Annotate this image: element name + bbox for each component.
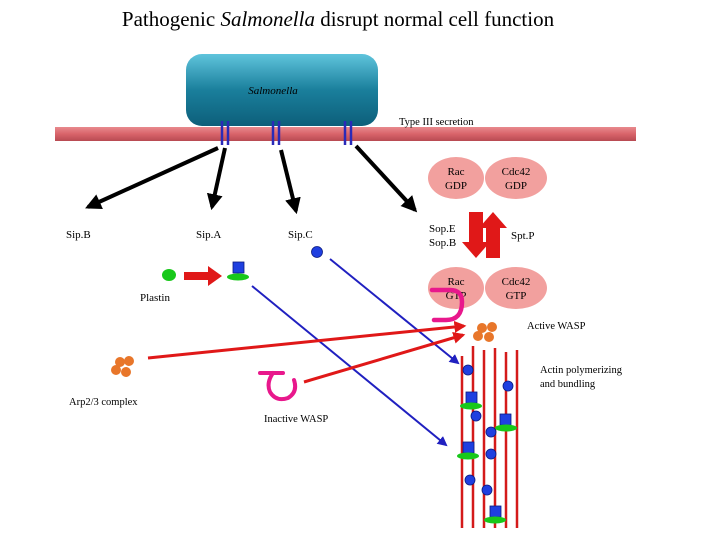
actin-bound-proteins <box>457 364 517 524</box>
cdc42-gdp-label: Cdc42 <box>502 166 531 178</box>
arp23-cluster <box>111 356 134 377</box>
arrow-to-sipa <box>206 147 227 211</box>
arrow-to-sipb <box>85 146 219 209</box>
svg-text:GDP: GDP <box>445 180 467 192</box>
cdc42-gtp-ellipse <box>485 267 547 309</box>
sipb-label: Sip.B <box>66 229 91 241</box>
sope-sopb-label: Sop.E <box>429 223 456 235</box>
inactive-wasp-label: Inactive WASP <box>264 414 328 425</box>
sptp-label: Spt.P <box>511 230 535 242</box>
inactive-wasp-shape <box>258 371 298 402</box>
svg-text:and bundling: and bundling <box>540 379 596 390</box>
arp23-complex-label: Arp2/3 complex <box>69 397 138 408</box>
arrow-to-sipc <box>279 149 301 215</box>
rac-gdp-label: Rac <box>447 166 464 178</box>
inactive-to-active-wasp-arrow <box>303 331 466 384</box>
cdc42-gtp-label: Cdc42 <box>502 276 531 288</box>
sipa-label: Sip.A <box>196 229 221 241</box>
type-iii-secretion-label: Type III secretion <box>399 117 474 128</box>
gtp-gdp-switch-arrows <box>462 212 507 258</box>
svg-text:GDP: GDP <box>505 180 527 192</box>
arp23-to-active-wasp-arrow <box>147 320 467 360</box>
plastin-label: Plastin <box>140 292 170 304</box>
sipc-to-actin-arrow <box>329 258 460 365</box>
active-wasp-shape <box>429 287 465 323</box>
plastin-red-arrow <box>184 266 222 286</box>
svg-text:GTP: GTP <box>506 290 527 302</box>
salmonella-bacterium <box>186 54 378 126</box>
secretion-channels <box>220 121 353 145</box>
salmonella-label: Salmonella <box>248 85 298 97</box>
rac-gtp-label: Rac <box>447 276 464 288</box>
actin-label: Actin polymerizing <box>540 365 623 376</box>
rac-gdp-ellipse <box>428 157 484 199</box>
arrow-to-sope <box>354 144 418 213</box>
sipa-blue-square <box>232 261 245 274</box>
diagram-title: Pathogenic Salmonella disrupt normal cel… <box>122 7 555 31</box>
active-wasp-label: Active WASP <box>527 321 586 332</box>
sipa-green-bar <box>227 273 249 281</box>
sipa-to-actin-arrow <box>251 285 448 447</box>
cdc42-gdp-ellipse <box>485 157 547 199</box>
svg-text:Sop.B: Sop.B <box>429 237 456 249</box>
active-arp23-cluster <box>473 322 497 342</box>
plastin-green-dot <box>162 269 176 281</box>
sipc-circle <box>311 246 323 258</box>
effector-arrows <box>85 144 418 215</box>
sipc-label: Sip.C <box>288 229 313 241</box>
rac-gtp-ellipse <box>428 267 484 309</box>
